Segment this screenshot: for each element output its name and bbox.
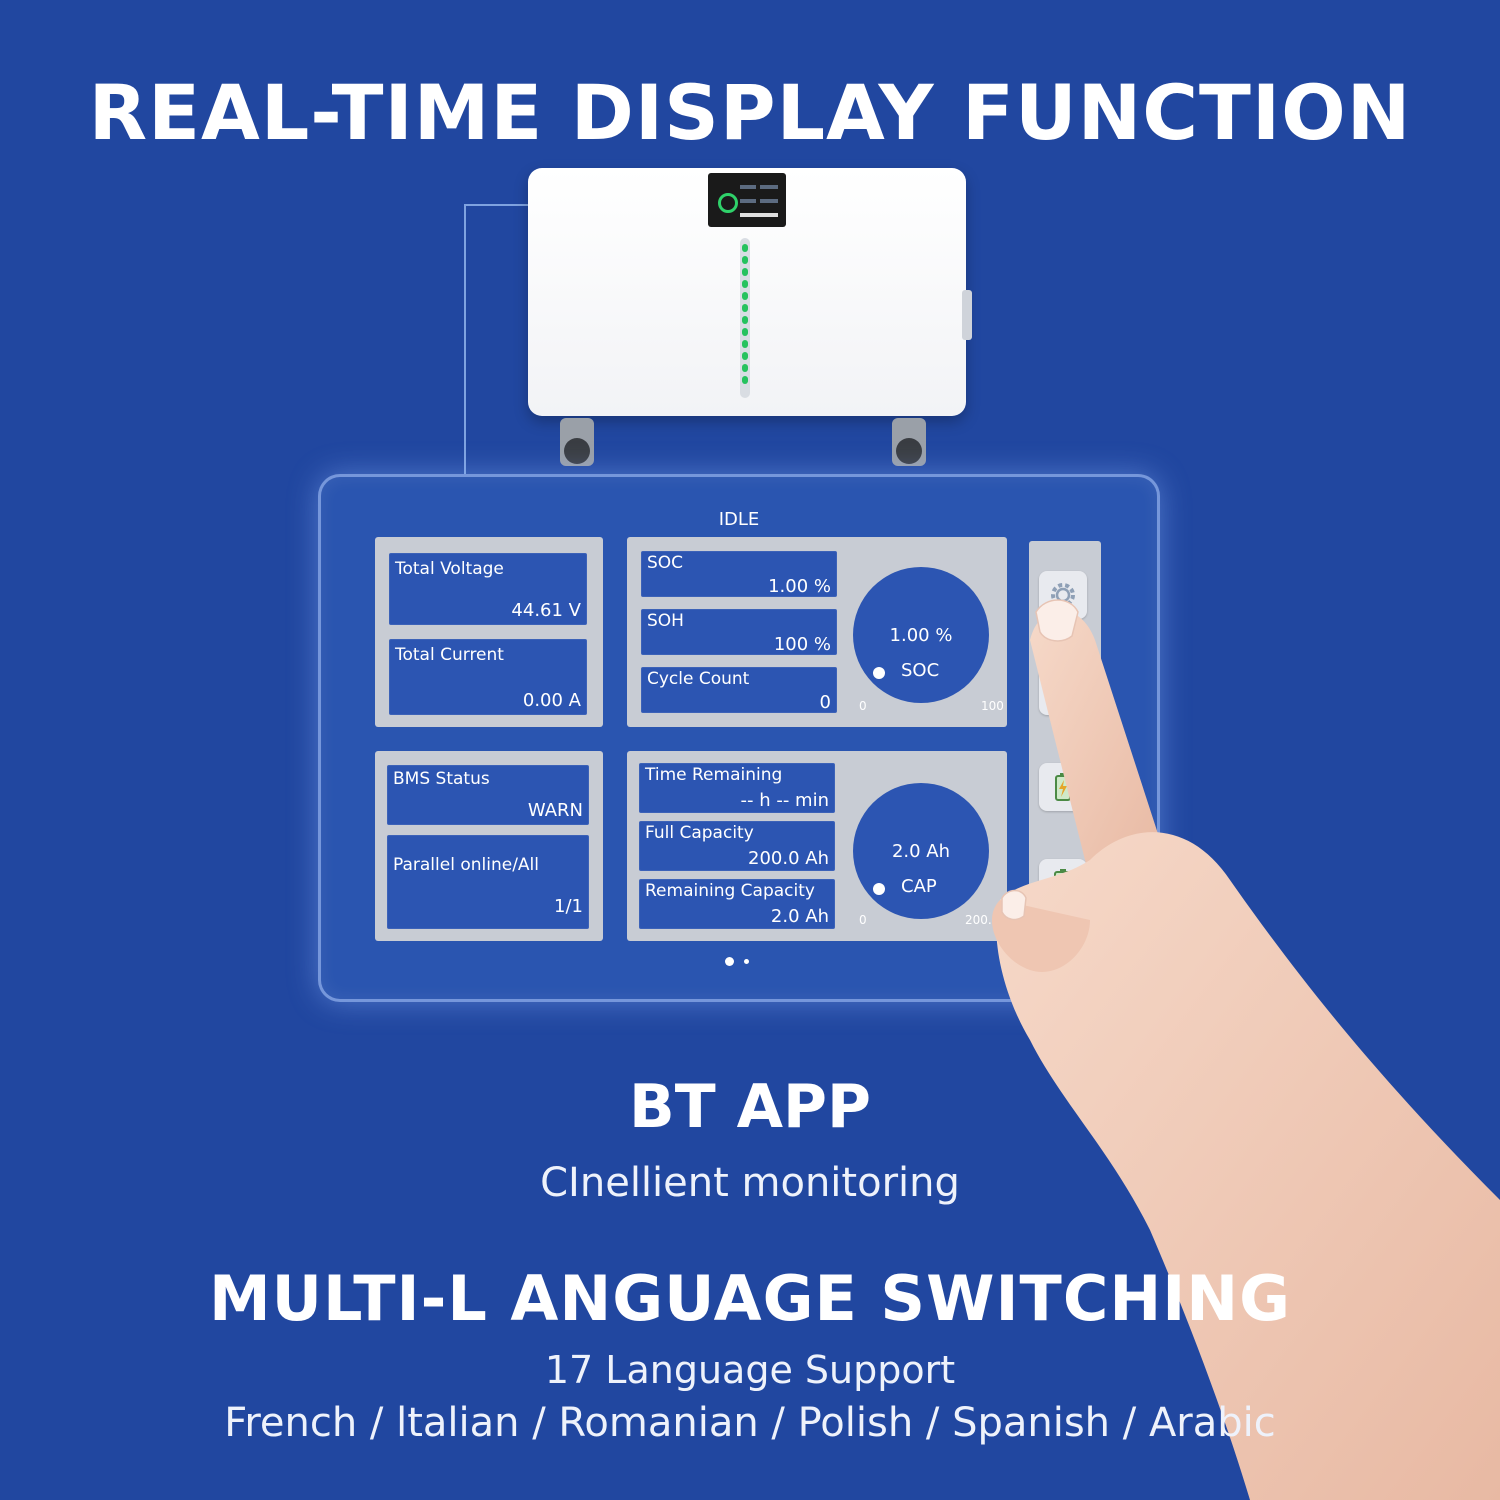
soc-gauge-max: 100 [981,699,1004,713]
battery-heart-icon [1054,869,1072,897]
time-remaining-card: Time Remaining -- h -- min [639,763,835,813]
cap-gauge-value: 2.0 Ah [891,841,951,862]
soc-gauge-name: SOC [901,660,940,681]
total-current-card: Total Current 0.00 A [389,639,587,715]
cap-gauge: 2.0 Ah CAP [853,783,989,919]
cycle-count-value: 0 [819,692,831,713]
battery-charge-icon [1055,773,1071,801]
remaining-capacity-value: 2.0 Ah [770,906,829,927]
total-voltage-label: Total Voltage [395,559,504,579]
total-voltage-value: 44.61 V [511,600,581,621]
battery-side-port [962,290,972,340]
battery-info-button[interactable] [1039,763,1087,811]
full-capacity-card: Full Capacity 200.0 Ah [639,821,835,871]
cap-gauge-name: CAP [901,876,937,897]
remaining-capacity-card: Remaining Capacity 2.0 Ah [639,879,835,929]
page-dot-active[interactable] [725,957,734,966]
cap-gauge-min: 0 [859,913,867,927]
led-indicator-bar [740,238,750,398]
soh-card: SOH 100 % [641,609,837,655]
battery-health-button[interactable] [1039,859,1087,907]
total-current-label: Total Current [395,645,504,665]
wheel-right [892,418,926,466]
bms-status-label: BMS Status [393,769,490,789]
gear-icon [1051,583,1075,607]
total-current-value: 0.00 A [522,690,581,711]
panel-soc: SOC 1.00 % SOH 100 % Cycle Count 0 1.00 … [627,537,1007,727]
time-remaining-label: Time Remaining [645,765,783,785]
display-screen: IDLE Total Voltage 44.61 V Total Current… [318,474,1160,1002]
panel-voltage-current: Total Voltage 44.61 V Total Current 0.00… [375,537,603,727]
remaining-capacity-label: Remaining Capacity [645,881,815,901]
language-list: French / ltalian / Romanian / Polish / S… [224,1400,1276,1446]
soc-gauge-min: 0 [859,699,867,713]
cycle-count-card: Cycle Count 0 [641,667,837,713]
page-dot[interactable] [744,959,749,964]
panel-capacity: Time Remaining -- h -- min Full Capacity… [627,751,1007,941]
cycle-count-label: Cycle Count [647,669,750,689]
parallel-value: 1/1 [554,896,583,917]
settings-button[interactable] [1039,571,1087,619]
multi-language-subtitle: 17 Language Support [544,1348,956,1392]
wheel-left [560,418,594,466]
connector-line-vertical [464,204,466,474]
time-remaining-value: -- h -- min [740,790,830,811]
soh-label: SOH [647,611,684,631]
cap-gauge-max: 200. [965,913,992,927]
soh-value: 100 % [773,634,831,655]
panel-bms: BMS Status WARN Parallel online/All 1/1 [375,751,603,941]
full-capacity-value: 200.0 Ah [748,848,829,869]
total-voltage-card: Total Voltage 44.61 V [389,553,587,625]
parallel-card: Parallel online/All 1/1 [387,835,589,929]
full-capacity-label: Full Capacity [645,823,754,843]
soc-card: SOC 1.00 % [641,551,837,597]
screen-status: IDLE [718,509,760,530]
side-menu [1029,541,1101,937]
parallel-label: Parallel online/All [393,855,540,875]
bms-status-card: BMS Status WARN [387,765,589,825]
menu-button-2[interactable] [1039,667,1087,715]
battery-unit [528,168,966,416]
bt-app-subtitle: CInellient monitoring [540,1160,960,1206]
soc-gauge-value: 1.00 % [889,625,953,646]
soc-label: SOC [647,553,684,573]
mini-soc-ring-icon [718,193,738,213]
soc-gauge-dot [873,667,885,679]
soc-value: 1.00 % [768,576,831,597]
multi-language-title: MULTI-L ANGUAGE SWITCHING [208,1262,1292,1335]
bt-app-title: BT APP [629,1072,871,1142]
battery-mini-screen [708,173,786,227]
cap-gauge-dot [873,883,885,895]
page-indicator [725,951,759,970]
headline: REAL-TIME DISPLAY FUNCTION [88,68,1412,157]
bms-status-value: WARN [527,800,583,821]
soc-gauge: 1.00 % SOC [853,567,989,703]
